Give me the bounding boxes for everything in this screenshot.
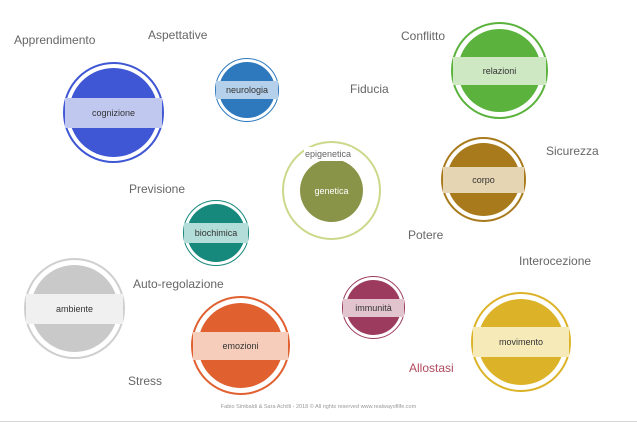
label-apprendimento: Apprendimento (14, 33, 96, 47)
node-immunita: immunità (342, 276, 405, 339)
footer-divider (0, 421, 637, 422)
node-ambiente-label: ambiente (26, 293, 123, 324)
node-neurologia-label: neurologia (216, 81, 278, 99)
label-conflitto: Conflitto (401, 29, 446, 43)
node-movimento: movimento (471, 292, 571, 392)
node-relazioni-label: relazioni (453, 56, 546, 85)
label-potere: Potere (408, 228, 444, 242)
node-relazioni: relazioni (451, 22, 548, 119)
label-fiducia: Fiducia (350, 82, 389, 96)
label-sicurezza: Sicurezza (546, 144, 599, 158)
node-corpo-label: corpo (443, 166, 524, 193)
label-interocezione: Interocezione (519, 254, 592, 268)
node-cognizione: cognizione (63, 62, 164, 163)
node-cognizione-label: cognizione (65, 97, 162, 128)
label-aspettative: Aspettative (148, 28, 208, 42)
node-neurologia: neurologia (215, 58, 279, 122)
node-epigenetica-ring: genetica (282, 141, 381, 240)
node-biochimica: biochimica (183, 200, 249, 266)
label-stress: Stress (128, 374, 163, 388)
node-ambiente: ambiente (24, 258, 125, 359)
label-autoregolazione: Auto-regolazione (133, 277, 224, 291)
node-immunita-label: immunità (343, 298, 404, 317)
node-biochimica-label: biochimica (184, 223, 248, 243)
label-previsione: Previsione (129, 182, 186, 196)
node-emozioni-label: emozioni (193, 331, 288, 360)
node-corpo: corpo (441, 137, 526, 222)
label-allostasi: Allostasi (409, 361, 454, 375)
copyright-footer: Fabio Simbaldi & Sara Achilli - 2018 © A… (220, 404, 417, 410)
label-epigenetica: epigenetica (304, 147, 353, 161)
node-movimento-label: movimento (473, 327, 569, 357)
node-emozioni: emozioni (191, 296, 290, 395)
node-genetica-label: genetica (306, 183, 357, 198)
